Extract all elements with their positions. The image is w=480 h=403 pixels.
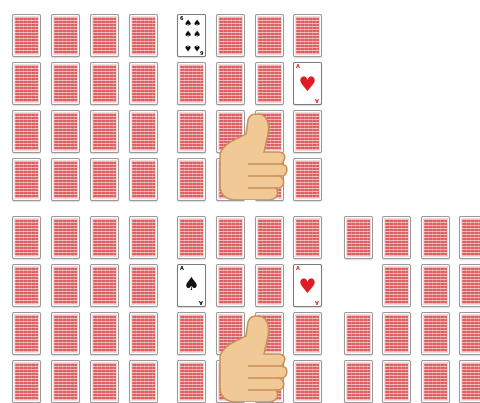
face-down-card[interactable] <box>255 14 284 57</box>
face-down-card[interactable] <box>344 312 373 355</box>
spade-pip: ♠ <box>184 31 192 40</box>
face-down-card[interactable] <box>90 216 119 259</box>
face-down-card[interactable] <box>255 62 284 105</box>
face-down-card[interactable] <box>293 14 322 57</box>
spade-pip: ♠ <box>184 20 192 29</box>
thumbs-down-icon <box>212 112 288 200</box>
thumbs-up-icon <box>212 314 288 402</box>
card-six-of-spades[interactable]: 6 6 ♠ ♠ ♠ ♠ ♠ ♠ <box>177 14 206 57</box>
face-down-card[interactable] <box>129 216 158 259</box>
face-down-card[interactable] <box>421 264 450 307</box>
face-down-card[interactable] <box>51 360 80 403</box>
face-down-card[interactable] <box>90 312 119 355</box>
face-down-card[interactable] <box>12 14 41 57</box>
face-down-card[interactable] <box>177 62 206 105</box>
card-rank: A <box>315 97 319 102</box>
face-down-card[interactable] <box>216 264 245 307</box>
face-down-card[interactable] <box>293 216 322 259</box>
face-down-card[interactable] <box>129 312 158 355</box>
face-down-card[interactable] <box>216 62 245 105</box>
face-down-card[interactable] <box>177 158 206 201</box>
face-down-card[interactable] <box>90 158 119 201</box>
face-down-card[interactable] <box>12 110 41 153</box>
spade-pip: ♠ <box>193 31 201 40</box>
face-down-card[interactable] <box>51 216 80 259</box>
face-down-card[interactable] <box>51 264 80 307</box>
face-down-card[interactable] <box>255 264 284 307</box>
face-down-card[interactable] <box>382 312 411 355</box>
card-rank: A <box>296 65 300 70</box>
face-down-card[interactable] <box>90 14 119 57</box>
face-down-card[interactable] <box>12 312 41 355</box>
face-down-card[interactable] <box>129 158 158 201</box>
face-down-card[interactable] <box>90 110 119 153</box>
heart-pip: ♥ <box>294 74 321 94</box>
face-down-card[interactable] <box>12 360 41 403</box>
face-down-card[interactable] <box>12 62 41 105</box>
face-down-card[interactable] <box>51 62 80 105</box>
face-down-card[interactable] <box>129 62 158 105</box>
face-down-card[interactable] <box>421 360 450 403</box>
face-down-card[interactable] <box>293 312 322 355</box>
face-down-card[interactable] <box>177 110 206 153</box>
face-down-card[interactable] <box>293 110 322 153</box>
face-down-card[interactable] <box>216 216 245 259</box>
face-down-card[interactable] <box>459 264 480 307</box>
face-down-card[interactable] <box>12 264 41 307</box>
face-down-card[interactable] <box>90 264 119 307</box>
face-down-card[interactable] <box>51 312 80 355</box>
spade-pip: ♠ <box>184 42 192 51</box>
face-down-card[interactable] <box>51 14 80 57</box>
card-rank: A <box>180 267 184 272</box>
face-down-card[interactable] <box>344 216 373 259</box>
card-ace-of-spades[interactable]: A A ♠ <box>177 264 206 307</box>
heart-pip: ♥ <box>294 276 321 296</box>
face-down-card[interactable] <box>177 312 206 355</box>
face-down-card[interactable] <box>293 158 322 201</box>
face-down-card[interactable] <box>51 110 80 153</box>
card-rank: 6 <box>180 17 183 22</box>
face-down-card[interactable] <box>90 360 119 403</box>
face-down-card[interactable] <box>12 216 41 259</box>
face-down-card[interactable] <box>129 264 158 307</box>
card-ace-of-hearts[interactable]: A A ♥ <box>293 264 322 307</box>
card-rank: A <box>315 299 319 304</box>
face-down-card[interactable] <box>129 110 158 153</box>
face-down-card[interactable] <box>382 264 411 307</box>
face-down-card[interactable] <box>177 216 206 259</box>
face-down-card[interactable] <box>382 360 411 403</box>
face-down-card[interactable] <box>344 360 373 403</box>
face-down-card[interactable] <box>293 360 322 403</box>
spade-pip: ♠ <box>193 20 201 29</box>
face-down-card[interactable] <box>255 216 284 259</box>
face-down-card[interactable] <box>421 216 450 259</box>
face-down-card[interactable] <box>382 216 411 259</box>
spade-pip: ♠ <box>178 276 205 294</box>
face-down-card[interactable] <box>12 158 41 201</box>
face-down-card[interactable] <box>90 62 119 105</box>
face-down-card[interactable] <box>459 360 480 403</box>
face-down-card[interactable] <box>459 312 480 355</box>
card-ace-of-hearts[interactable]: A A ♥ <box>293 62 322 105</box>
face-down-card[interactable] <box>129 360 158 403</box>
spade-pip: ♠ <box>193 42 201 51</box>
face-down-card[interactable] <box>421 312 450 355</box>
card-rank: A <box>199 299 203 304</box>
face-down-card[interactable] <box>216 14 245 57</box>
face-down-card[interactable] <box>51 158 80 201</box>
card-rank: A <box>296 267 300 272</box>
face-down-card[interactable] <box>459 216 480 259</box>
face-down-card[interactable] <box>129 14 158 57</box>
face-down-card[interactable] <box>177 360 206 403</box>
